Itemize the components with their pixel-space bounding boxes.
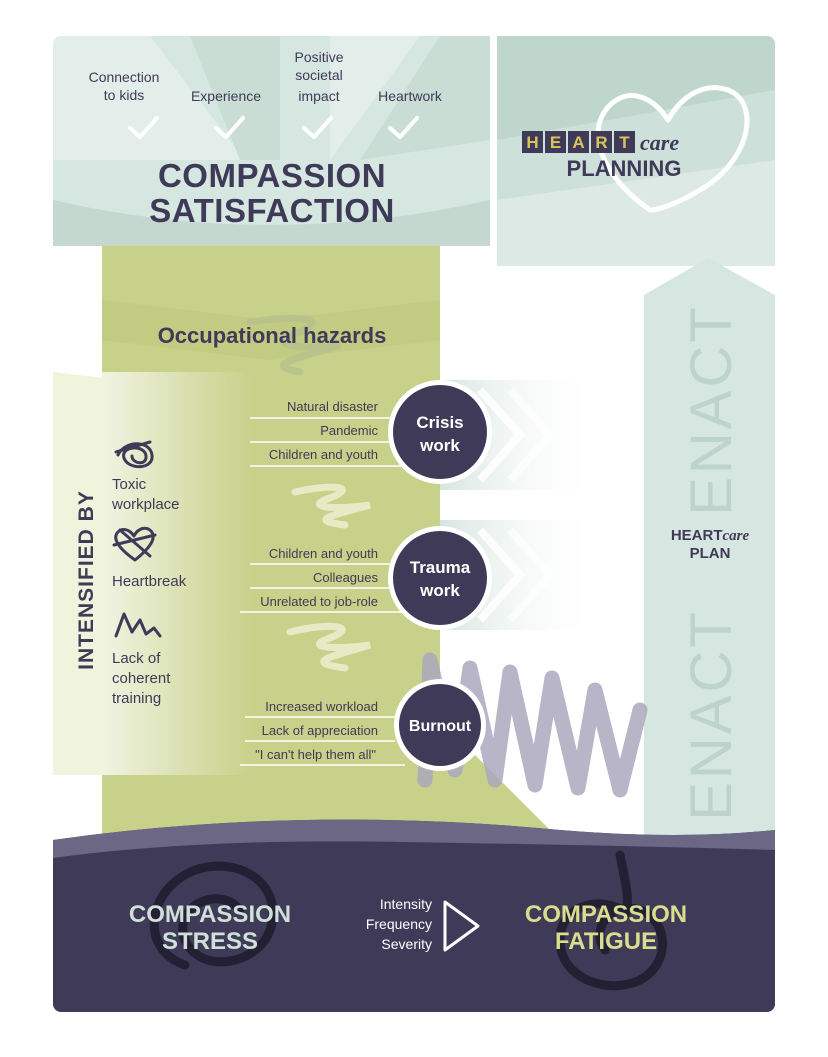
hazard-item: "I can't help them all" — [255, 747, 376, 762]
hazards-title: Occupational hazards — [158, 323, 387, 348]
stress-title-line-1: COMPASSION — [129, 901, 291, 928]
circle-label: Burnout — [409, 718, 472, 735]
satisfaction-item-3-line-1: Positive — [294, 49, 343, 65]
factor-text: training — [112, 690, 161, 707]
satisfaction-title-line-1: COMPASSION — [158, 157, 386, 194]
circle-label: work — [419, 436, 460, 455]
factor-training: Lack of coherent training — [112, 612, 171, 707]
circle-label: work — [419, 581, 460, 600]
intensified-title: INTENSIFIED BY — [75, 490, 98, 670]
brand-letter-e: E — [550, 133, 561, 152]
circle-label: Crisis — [416, 413, 463, 432]
hazard-group-burnout: Increased workload Lack of appreciation … — [240, 679, 486, 771]
measure-text: Severity — [381, 936, 432, 952]
measure-text: Intensity — [380, 896, 432, 912]
planning-subtitle: PLANNING — [567, 156, 682, 181]
hazard-item: Unrelated to job-role — [260, 594, 378, 609]
enact-plan-suffix: PLAN — [690, 545, 731, 562]
measure-text: Frequency — [366, 916, 432, 932]
factor-toxic: Toxic workplace — [111, 440, 180, 513]
check-icon — [128, 116, 159, 139]
hazard-item: Natural disaster — [287, 399, 379, 414]
hazard-group-crisis: Natural disaster Pandemic Children and y… — [250, 380, 492, 484]
enact-column — [644, 258, 775, 850]
check-icon — [388, 116, 419, 139]
fatigue-title-line-2: FATIGUE — [555, 928, 657, 955]
satisfaction-item-4: Heartwork — [378, 88, 443, 104]
hazard-item: Pandemic — [320, 423, 378, 438]
enact-word-bottom: ENACT — [679, 609, 744, 821]
stress-title-line-2: STRESS — [162, 928, 258, 955]
triangle-arrow-icon — [443, 900, 480, 952]
hazard-group-trauma: Children and youth Colleagues Unrelated … — [240, 526, 492, 630]
brand-letter-t: T — [619, 133, 630, 152]
factor-text: workplace — [111, 496, 180, 513]
factor-heartbreak: Heartbreak — [112, 526, 187, 590]
hazard-item: Colleagues — [313, 570, 379, 585]
satisfaction-title-line-2: SATISFACTION — [149, 192, 395, 229]
scribble-icon — [286, 622, 372, 672]
tangle-icon — [114, 440, 154, 469]
factor-text: Heartbreak — [112, 573, 187, 590]
spiral-icon — [555, 850, 667, 991]
satisfaction-item-1-line-2: to kids — [104, 87, 144, 103]
spiral-icon — [149, 861, 278, 970]
brand-letter-h: H — [526, 133, 538, 152]
brand-letter-r: R — [595, 133, 607, 152]
satisfaction-item-1-line-1: Connection — [89, 69, 160, 85]
heart-icon — [595, 85, 750, 213]
satisfaction-item-2: Experience — [191, 88, 261, 104]
scribble-icon — [114, 612, 162, 638]
heartcare-brand: H E A R T care — [522, 130, 679, 155]
hazard-item: Children and youth — [269, 447, 378, 462]
fatigue-title-line-1: COMPASSION — [525, 901, 687, 928]
satisfaction-item-3-line-2: societal — [295, 67, 342, 83]
check-icon — [214, 116, 245, 139]
scribble-icon — [246, 314, 342, 376]
factor-text: Lack of — [112, 650, 161, 667]
hazard-item: Lack of appreciation — [262, 723, 378, 738]
circle-label: Trauma — [410, 558, 471, 577]
scribble-icon — [291, 483, 371, 529]
planning-panel — [497, 36, 775, 266]
brand-letter-a: A — [572, 133, 584, 152]
satisfaction-item-3-line-3: impact — [298, 88, 339, 104]
hazard-item: Children and youth — [269, 546, 378, 561]
factor-text: coherent — [112, 670, 171, 687]
enact-plan-title: HEARTcare — [671, 527, 750, 544]
hazard-item: Increased workload — [265, 699, 378, 714]
enact-word-top: ENACT — [679, 304, 744, 516]
broken-heart-icon — [112, 526, 157, 562]
factor-text: Toxic — [112, 476, 147, 493]
brand-care: care — [640, 130, 679, 155]
check-icon — [302, 116, 333, 139]
satisfaction-panel — [53, 36, 490, 246]
